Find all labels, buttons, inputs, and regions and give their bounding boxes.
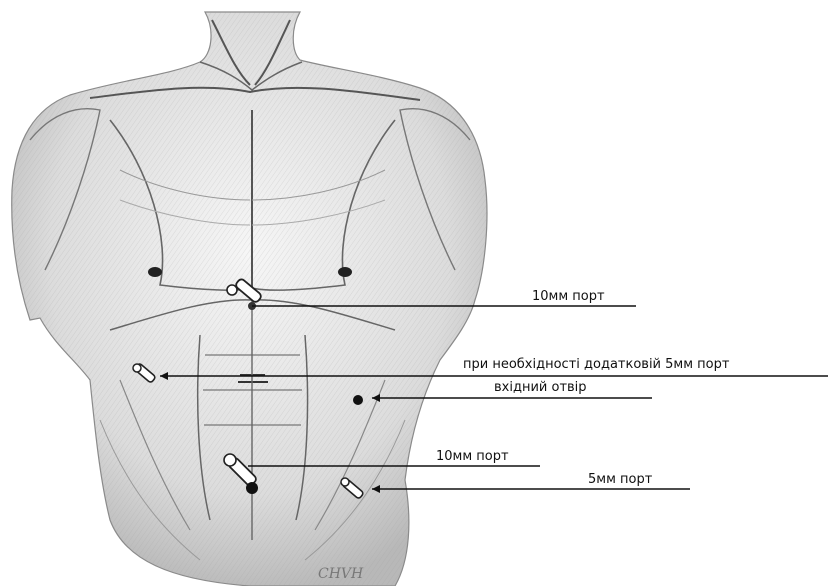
right-nipple (338, 267, 352, 277)
label-5mm-port: 5мм порт (588, 472, 653, 487)
label-10mm-port-lower: 10мм порт (436, 449, 509, 464)
entry-hole-marker (353, 395, 363, 405)
label-extra-5mm-port: при необхідності додатковій 5мм порт (463, 357, 730, 372)
left-nipple (148, 267, 162, 277)
label-entry-hole: вхідний отвір (494, 380, 587, 395)
artist-signature: CHVH (318, 566, 364, 582)
label-10mm-port-upper: 10мм порт (532, 289, 605, 304)
